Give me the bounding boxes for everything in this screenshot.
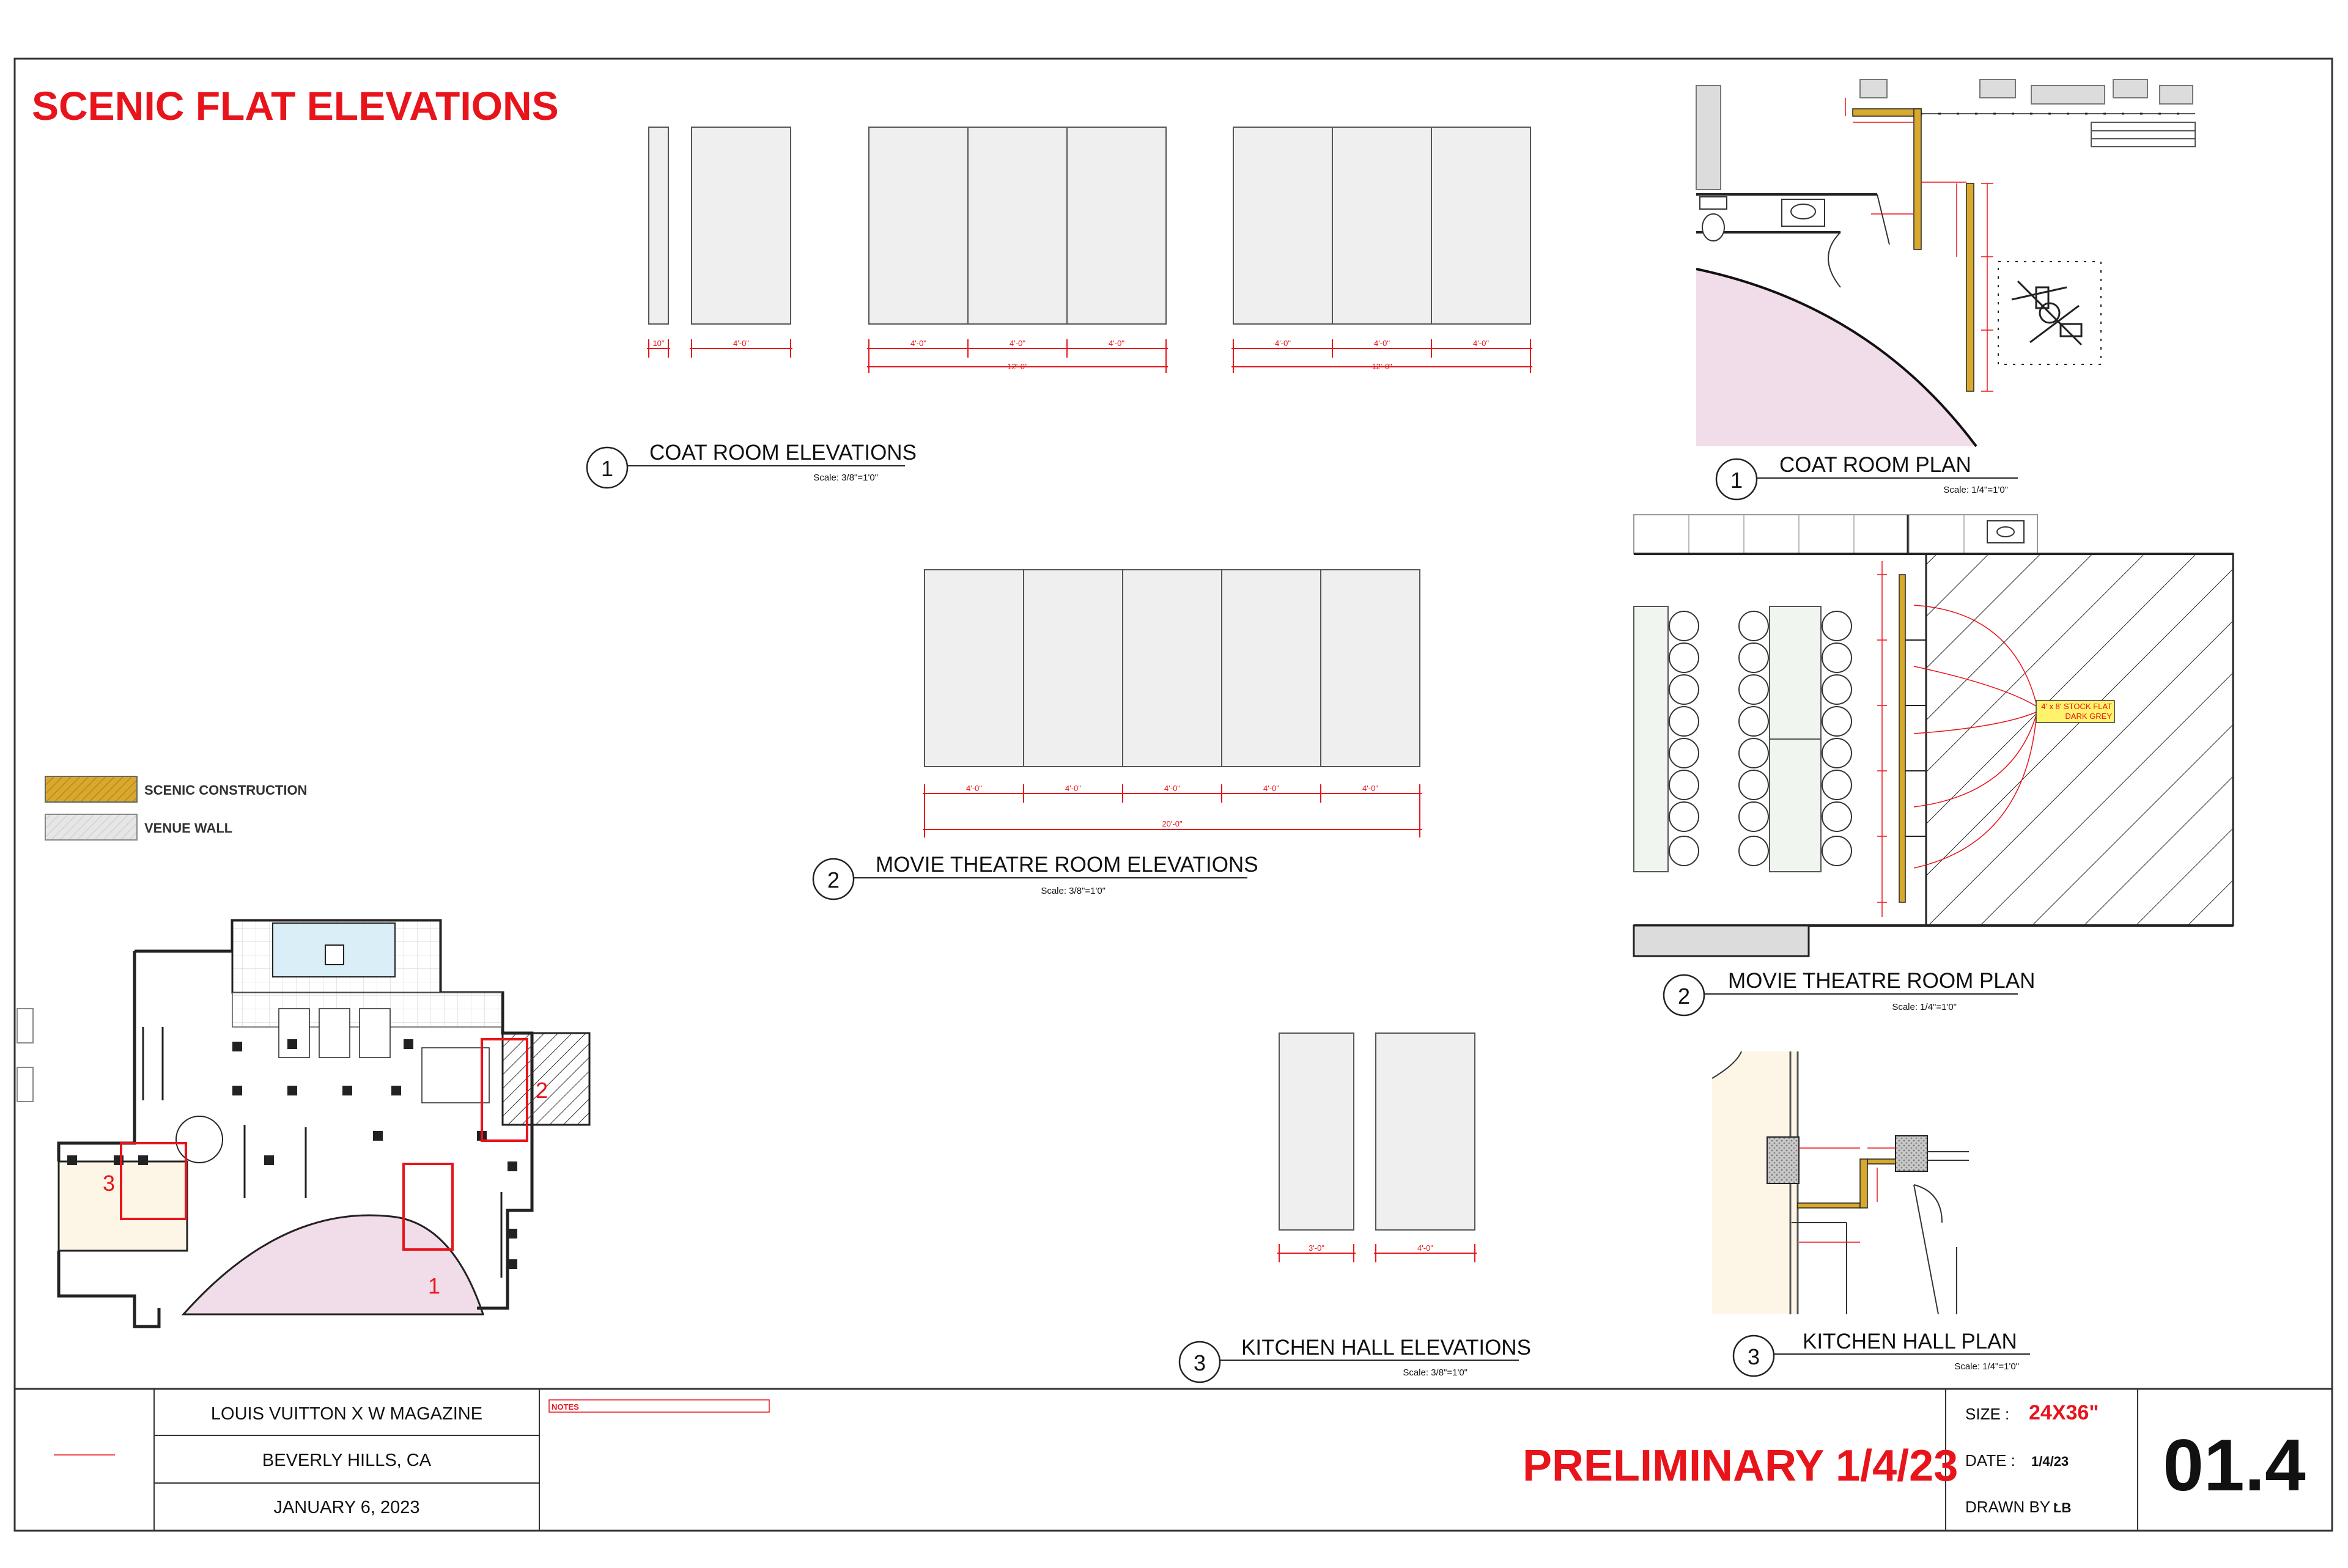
key-plan-marker-1: 1 [428,1273,440,1298]
svg-text:3: 3 [1194,1350,1206,1375]
venue-location: BEVERLY HILLS, CA [262,1451,432,1470]
svg-text:2: 2 [1678,984,1690,1009]
dim-label: 4'-0" [1263,784,1279,793]
size-label: SIZE : [1965,1405,2009,1423]
dim-label: 4'-0" [966,784,982,793]
dim-label: 4'-0" [1164,784,1180,793]
key-plan-marker-3: 3 [103,1171,115,1196]
movie-theatre-elevation-dims [923,784,1422,837]
movie-theatre-plan-label: 2 MOVIE THEATRE ROOM PLAN Scale: 1/4"=1'… [1663,969,2035,1017]
callout-text: DARK GREY [2065,712,2112,721]
view-title: KITCHEN HALL PLAN [1803,1330,2017,1353]
view-title: MOVIE THEATRE ROOM ELEVATIONS [876,853,1258,877]
movie-theatre-elevations [924,569,1420,767]
view-title: MOVIE THEATRE ROOM PLAN [1728,969,2035,993]
dim-label: 4'-0" [733,339,749,348]
svg-text:2: 2 [827,867,840,893]
kitchen-hall-plan [1711,1051,1969,1315]
dim-label: 4'-0" [1275,339,1291,348]
size-value: 24X36" [2029,1401,2099,1424]
sheet-title: SCENIC FLAT ELEVATIONS [32,83,559,128]
dim-label: 4'-0" [1109,339,1124,348]
view-scale: Scale: 1/4"=1'0" [1954,1361,2019,1372]
client-name: LOUIS VUITTON X W MAGAZINE [211,1404,482,1424]
legend-label-scenic: SCENIC CONSTRUCTION [144,782,307,798]
legend-label-venue: VENUE WALL [144,820,232,836]
kitchen-hall-plan-label: 3 KITCHEN HALL PLAN Scale: 1/4"=1'0" [1732,1330,2030,1377]
legend-swatch-scenic [45,776,138,803]
dim-label: 4'-0" [1362,784,1378,793]
view-title: COAT ROOM PLAN [1779,453,1971,477]
dim-label: 12'-0" [1007,362,1028,371]
view-scale: Scale: 3/8"=1'0" [1403,1367,1468,1378]
status-stamp: PRELIMINARY 1/4/23 [1523,1441,1958,1490]
kitchen-hall-elevations-label: 3 KITCHEN HALL ELEVATIONS Scale: 3/8"=1'… [1178,1336,1531,1383]
view-scale: Scale: 1/4"=1'0" [1943,485,2008,495]
coat-room-plan [1696,79,2196,447]
coat-room-elevations [648,127,1531,325]
kitchen-hall-elevations [1279,1032,1475,1231]
dim-label: 4'-0" [910,339,926,348]
coat-room-plan-label: 1 COAT ROOM PLAN Scale: 1/4"=1'0" [1715,453,2018,501]
drawn-by-label: DRAWN BY : [1965,1498,2059,1516]
dim-label: 4'-0" [1010,339,1025,348]
view-scale: Scale: 1/4"=1'0" [1892,1002,1957,1012]
date-value: 1/4/23 [2031,1454,2069,1469]
dim-label: 4'-0" [1065,784,1081,793]
date-label: DATE : [1965,1451,2015,1470]
dim-label: 4'-0" [1374,339,1390,348]
key-plan-marker-box-3 [120,1142,187,1220]
dim-label: 20'-0" [1162,819,1183,828]
view-scale: Scale: 3/8"=1'0" [1041,886,1106,896]
sheet-border [13,57,2333,1532]
dim-label: 4'-0" [1473,339,1489,348]
dim-label: 3'-0" [1309,1243,1324,1253]
drawn-by-value: LB [2053,1500,2071,1515]
view-title: COAT ROOM ELEVATIONS [649,441,917,465]
notes-label: NOTES [552,1402,579,1412]
svg-text:1: 1 [1730,468,1743,493]
event-date: JANUARY 6, 2023 [273,1498,419,1517]
sheet-number: 01.4 [2163,1424,2306,1506]
dim-label: 10" [652,339,664,348]
view-title: KITCHEN HALL ELEVATIONS [1241,1336,1531,1360]
view-scale: Scale: 3/8"=1'0" [813,473,878,483]
key-plan-marker-2: 2 [536,1078,548,1103]
movie-theatre-elevations-label: 2 MOVIE THEATRE ROOM ELEVATIONS Scale: 3… [812,853,1258,900]
title-block [15,1388,2332,1531]
svg-text:3: 3 [1748,1344,1760,1369]
movie-theatre-plan: 4' x 8' STOCK FLAT DARK GREY [1633,514,2234,957]
callout-text: 4' x 8' STOCK FLAT [2041,702,2112,711]
dim-label: 4'-0" [1417,1243,1433,1253]
coat-room-elevations-label: 1 COAT ROOM ELEVATIONS Scale: 3/8"=1'0" [586,441,917,489]
key-plan: 1 2 3 [17,919,591,1328]
key-plan-marker-box-2 [481,1038,528,1142]
kitchen-hall-elevation-dims [1277,1244,1477,1262]
coat-room-elevation-dims [647,339,1532,373]
key-plan-marker-box-1 [402,1163,454,1251]
legend: SCENIC CONSTRUCTION VENUE WALL [45,776,307,841]
legend-swatch-venue [45,814,138,841]
svg-text:1: 1 [601,456,613,481]
dim-label: 12'-0" [1372,362,1392,371]
